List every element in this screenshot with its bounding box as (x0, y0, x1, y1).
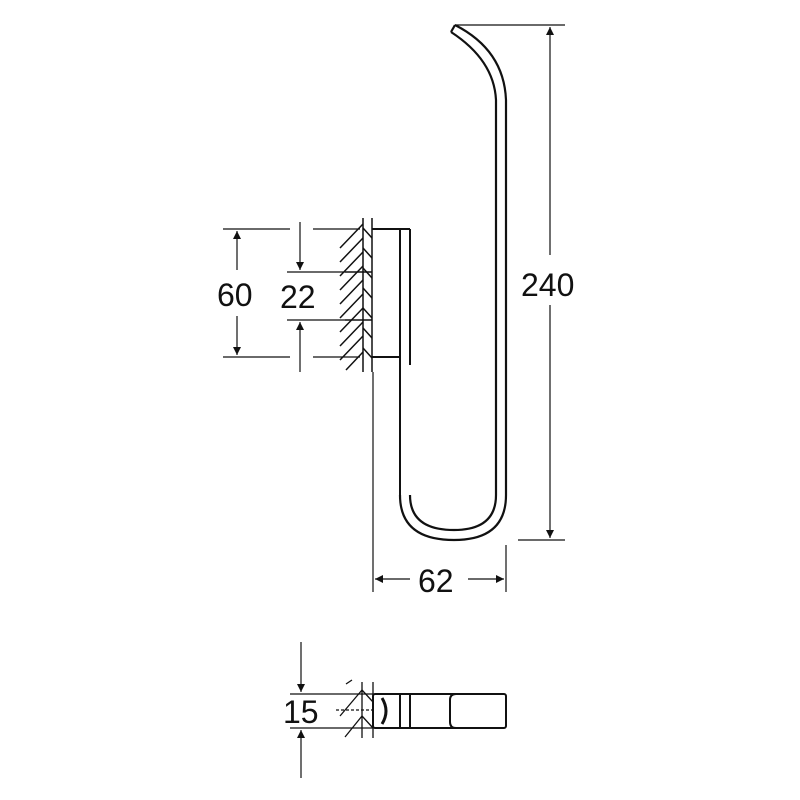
side-view (339, 24, 508, 542)
dimension-60-label: 60 (217, 277, 253, 313)
top-view (336, 679, 507, 738)
dimension-22-label: 22 (280, 279, 316, 315)
dimension-15-label: 15 (283, 694, 319, 730)
dimension-15 (290, 642, 373, 778)
dimension-60 (223, 228, 360, 358)
dimension-62-label: 62 (418, 563, 454, 599)
hook-body (398, 24, 508, 542)
wall-hatching (339, 218, 373, 372)
top-view-body (372, 693, 507, 729)
mount-plate (372, 228, 411, 495)
top-view-wall-hatching (336, 679, 374, 738)
dimension-240 (455, 24, 565, 541)
dimension-240-label: 240 (521, 267, 574, 303)
dimension-62 (372, 372, 507, 592)
dimension-22 (287, 222, 345, 372)
